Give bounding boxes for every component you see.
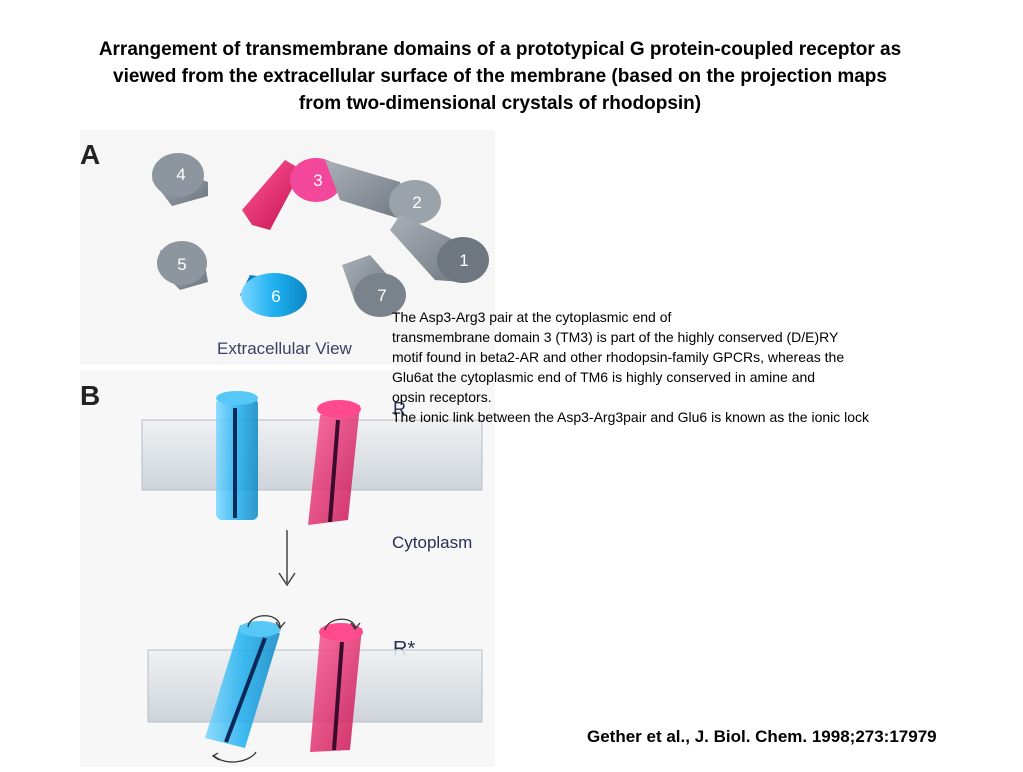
notes-line-5: opsin receptors. [392, 389, 492, 405]
citation: Gether et al., J. Biol. Chem. 1998;273:1… [587, 727, 937, 746]
helix-6-label: 6 [271, 287, 280, 306]
state-r-label: R [393, 399, 406, 419]
cytoplasm-label: Cytoplasm [392, 533, 472, 552]
helix-7-label: 7 [377, 286, 386, 305]
helix-2 [325, 160, 441, 224]
rotation-arrow-icon [211, 615, 361, 763]
helix-6 [240, 273, 307, 317]
notes-text-block: The Asp3-Arg3 pair at the cytoplasmic en… [392, 307, 869, 427]
helix-7 [342, 255, 406, 317]
membrane-inactive [141, 419, 483, 491]
helix-tm3-inactive [308, 400, 361, 525]
notes-line-1: The Asp3-Arg3 pair at the cytoplasmic en… [392, 309, 672, 325]
title-line-3: from two-dimensional crystals of rhodops… [298, 93, 702, 114]
notes-line-6: The ionic link between the Asp3-Arg3pair… [392, 409, 870, 425]
helix-1 [390, 215, 489, 283]
helix-tm6-inactive [216, 391, 258, 520]
gpcr-figure: A 4 3 2 1 5 6 7 Extracellular View B R [80, 130, 495, 767]
notes-line-3: motif found in beta2-AR and other rhodop… [392, 349, 845, 365]
helix-5-label: 5 [177, 255, 186, 274]
helix-2-label: 2 [412, 193, 421, 212]
helix-1-label: 1 [459, 251, 468, 270]
helix-tm3-active [310, 623, 363, 752]
panel-a-label: A [80, 139, 100, 170]
helix-4-label: 4 [176, 165, 185, 184]
notes-line-4: Glu6at the cytoplasmic end of TM6 is hig… [392, 369, 816, 385]
helix-5 [157, 241, 208, 290]
extracellular-view-caption: Extracellular View [217, 339, 353, 358]
helix-3-label: 3 [313, 171, 322, 190]
slide-title: Arrangement of transmembrane domains of … [0, 36, 1000, 117]
gpcr-figure-svg: A 4 3 2 1 5 6 7 Extracellular View B R [80, 130, 495, 767]
helix-tm6-active [205, 621, 281, 748]
helix-4 [152, 153, 208, 206]
notes-line-2: transmembrane domain 3 (TM3) is part of … [392, 329, 839, 345]
panel-b-label: B [80, 380, 100, 411]
title-line-2: viewed from the extracellular surface of… [113, 66, 887, 87]
title-line-1: Arrangement of transmembrane domains of … [98, 39, 902, 60]
activation-arrow [278, 530, 296, 587]
